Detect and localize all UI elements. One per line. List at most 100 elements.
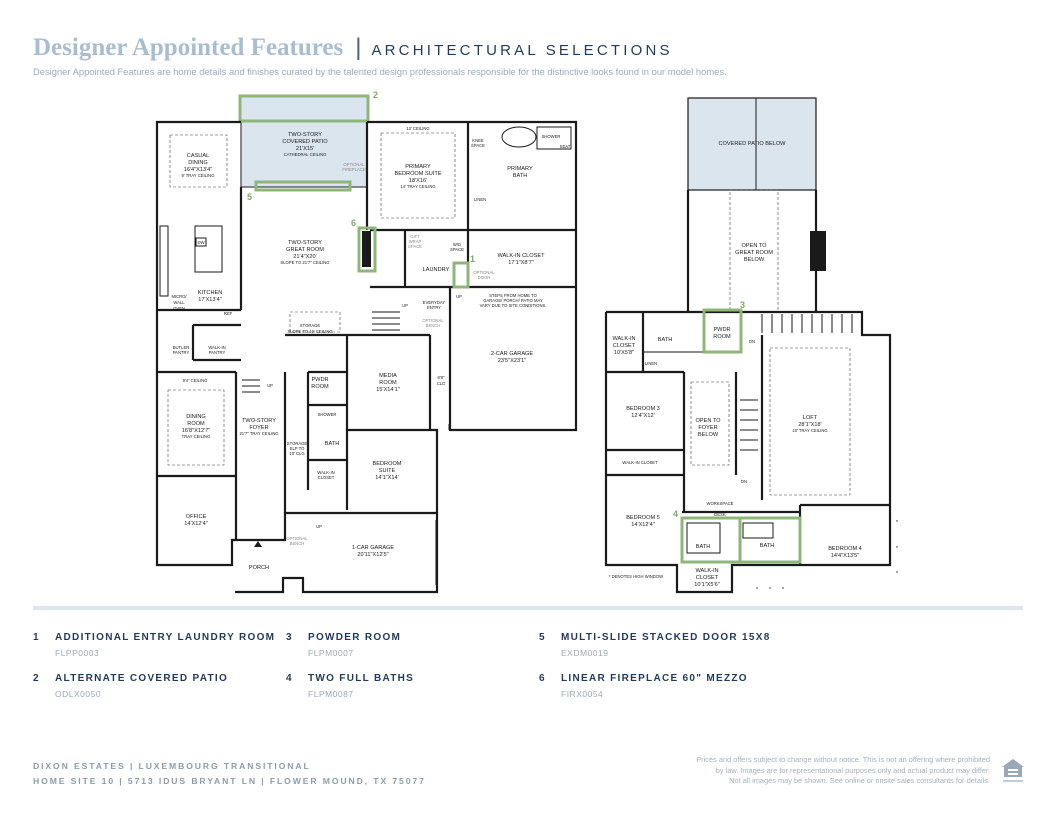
label-storage-top-1: STORAGE	[300, 323, 321, 328]
label-optdoor-2: DOOR	[478, 275, 491, 280]
divider-rule	[33, 606, 1023, 610]
label-dining-2: ROOM	[187, 421, 205, 427]
label-pwdr-2: ROOM	[311, 384, 329, 390]
label-great-2: GREAT ROOM	[286, 247, 324, 253]
star-4: *	[756, 587, 759, 593]
marker-5: 5	[247, 192, 252, 202]
feature-number: 2	[33, 673, 40, 684]
label-bed3-1: BEDROOM 3	[626, 406, 660, 412]
label-primary-4: 14' TRAY CEILING	[400, 184, 435, 189]
label-shower-2: SHOWER	[318, 412, 337, 417]
label-wic3: WALK-IN CLOSET	[622, 460, 658, 465]
patio-highlight	[238, 94, 370, 123]
label-shower: SHOWER	[542, 134, 561, 139]
label-pbath-2: BATH	[513, 173, 528, 179]
label-bath-2: BATH	[658, 337, 673, 343]
label-knee-1: KNEE	[472, 138, 484, 143]
label-linen-2: LINEN	[645, 361, 657, 366]
stairs	[242, 311, 400, 393]
label-bed5-1: BEDROOM 5	[626, 515, 660, 521]
label-great-3: 21'4"X20'	[293, 254, 316, 260]
label-wic-1: WALK-IN CLOSET	[497, 253, 545, 259]
label-dn-1: DN	[749, 339, 755, 344]
star-2: *	[896, 546, 899, 552]
label-up-2: UP	[456, 294, 462, 299]
label-cpb: COVERED PATIO BELOW	[719, 141, 787, 147]
label-kitchen-1: KITCHEN	[198, 290, 223, 296]
label-bedsuite-1: BEDROOM	[373, 461, 402, 467]
feature-name: LINEAR FIREPLACE 60" MEZZO	[561, 673, 748, 684]
label-clg88-1: 8'8"	[438, 375, 445, 380]
community-info: DIXON ESTATES | LUXEMBOURG TRANSITIONAL …	[33, 759, 426, 789]
label-casual-4: 9' TRAY CEILING	[182, 173, 215, 178]
label-wd-1: W/D	[453, 242, 461, 247]
label-dn-2: DN	[741, 479, 747, 484]
label-bedsuite-2: SUITE	[379, 468, 396, 474]
label-bench2-1: OPTIONAL	[286, 536, 308, 541]
label-micro-2: WALL	[173, 300, 185, 305]
feature-name: POWDER ROOM	[308, 632, 402, 643]
label-og-2: GREAT ROOM	[735, 250, 773, 256]
fireplace-highlight	[357, 226, 377, 273]
title-separator: |	[355, 34, 362, 61]
label-butler-1: BUTLER	[173, 345, 190, 350]
label-bed4-2: 14'4"X13'5"	[831, 553, 860, 559]
label-up-4: UP	[316, 524, 322, 529]
feature-number: 6	[539, 673, 546, 684]
label-dining-3: 16'8"X12'7"	[182, 428, 211, 434]
feature-name: ADDITIONAL ENTRY LAUNDRY ROOM	[55, 632, 276, 643]
label-micro-1: MICRO/	[171, 294, 187, 299]
label-kitchen-2: 17'X13'4"	[198, 297, 221, 303]
label-patio-4: CATHEDRAL CEILING	[284, 152, 327, 157]
feature-code: FIRX0054	[561, 689, 604, 699]
label-wic4-2: CLOSET	[696, 575, 719, 581]
label-pwdr2-1: PWDR	[713, 327, 730, 333]
label-foyer-3: 21'7" TRAY CEILING	[239, 431, 278, 436]
label-gift-3: SPACE	[408, 244, 422, 249]
equal-housing-icon	[1002, 759, 1024, 782]
label-bath-3: BATH	[696, 544, 711, 550]
label-opt-fireplace-2: FIREPLACE	[342, 167, 365, 172]
feature-number: 3	[286, 632, 293, 643]
feature-code: FLPM0007	[308, 648, 354, 658]
label-primary-3: 18'X16'	[409, 178, 427, 184]
tagline: Designer Appointed Features are home det…	[33, 66, 727, 77]
label-loft-2: 28'1"X18'	[798, 422, 821, 428]
community-line: DIXON ESTATES | LUXEMBOURG TRANSITIONAL	[33, 761, 311, 771]
marker-6: 6	[351, 218, 356, 228]
feature-name: ALTERNATE COVERED PATIO	[55, 673, 229, 684]
label-of-1: OPEN TO	[696, 418, 722, 424]
fireplace-unit	[362, 231, 371, 267]
feature-number: 5	[539, 632, 546, 643]
label-optbench-2: BENCH	[426, 323, 441, 328]
label-gift-2: WRAP	[409, 239, 422, 244]
label-micro-3: OVEN	[173, 306, 185, 311]
label-dining-4: TRAY CEILING	[182, 434, 211, 439]
label-dw: DW	[198, 240, 205, 245]
label-media-1: MEDIA	[379, 373, 397, 379]
feature-item: 3 POWDER ROOM FLPM0007	[286, 632, 546, 658]
label-patio-3: 21'X15'	[296, 146, 314, 152]
label-gift-1: GIFT	[410, 234, 420, 239]
label-steps-1: STEPS FROM HOME TO	[489, 293, 538, 298]
label-wic2-3: 10'X5'8"	[614, 350, 634, 356]
label-great-4: SLOPE TO 21'7" CEILING	[280, 260, 329, 265]
label-desk: DESK	[714, 512, 726, 517]
label-of-3: BELOW	[698, 432, 719, 438]
label-bed3-2: 12'4"X12'	[631, 413, 654, 419]
label-steps-2: GARAGE/ PORCH/ PATIO MAY	[483, 298, 543, 303]
label-garage1-2: 20'11"X12'5"	[357, 552, 388, 558]
label-foyer-2: FOYER	[249, 425, 268, 431]
label-wip-2: PANTRY	[209, 350, 226, 355]
disclaimer-line-2: by law. Images are for representational …	[715, 765, 990, 775]
label-bath-1: BATH	[325, 441, 340, 447]
label-media-2: ROOM	[379, 380, 397, 386]
label-dining-1: DINING	[186, 414, 206, 420]
label-pwdr-1: PWDR	[311, 377, 328, 383]
title-row: Designer Appointed Features | ARCHITECTU…	[33, 34, 1023, 62]
marker-1: 1	[470, 254, 475, 264]
label-loft-1: LOFT	[803, 415, 818, 421]
